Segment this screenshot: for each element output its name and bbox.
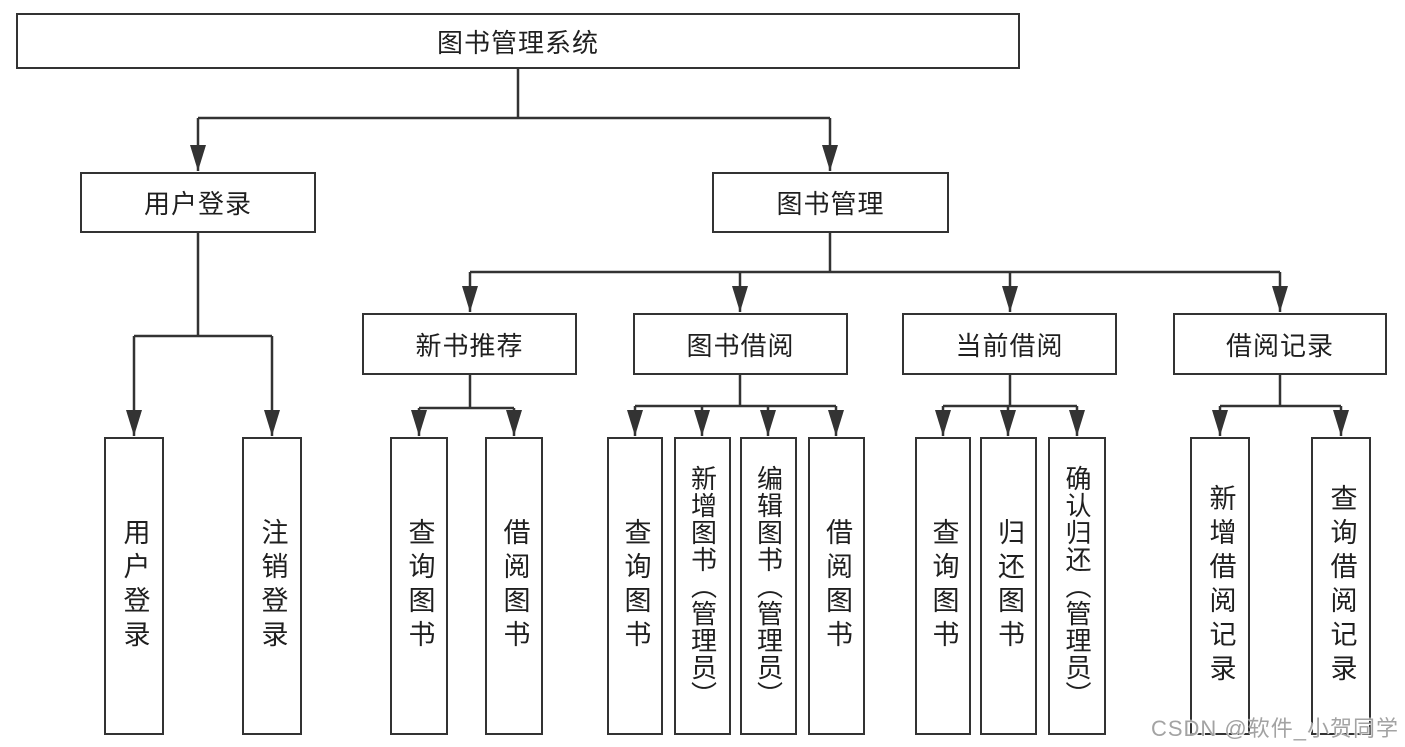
leaf-query-books-recommend: 查询图书 (390, 437, 448, 735)
node-book-borrowing: 图书借阅 (633, 313, 848, 375)
node-current-borrowing: 当前借阅 (902, 313, 1117, 375)
leaf-confirm-return-admin: 确认归还（管理员） (1048, 437, 1106, 735)
node-borrowing-records: 借阅记录 (1173, 313, 1387, 375)
leaf-query-borrow-record: 查询借阅记录 (1311, 437, 1371, 735)
leaf-borrow-books-recommend: 借阅图书 (485, 437, 543, 735)
leaf-query-books-current: 查询图书 (915, 437, 971, 735)
node-root: 图书管理系统 (16, 13, 1020, 69)
leaf-add-books-admin: 新增图书（管理员） (674, 437, 731, 735)
node-user-login: 用户登录 (80, 172, 316, 233)
connector-line (1220, 375, 1341, 408)
connector-line (635, 375, 836, 408)
leaf-borrow-books-borrowing: 借阅图书 (808, 437, 865, 735)
leaf-logout-login: 注销登录 (242, 437, 302, 735)
connector-line (470, 233, 1280, 274)
leaf-add-borrow-record: 新增借阅记录 (1190, 437, 1250, 735)
connector-line (198, 69, 830, 120)
connector-line (134, 233, 272, 338)
connector-line (943, 375, 1077, 408)
leaf-return-books: 归还图书 (980, 437, 1037, 735)
node-book-management: 图书管理 (712, 172, 949, 233)
leaf-query-books-borrowing: 查询图书 (607, 437, 663, 735)
leaf-edit-books-admin: 编辑图书（管理员） (740, 437, 797, 735)
csdn-watermark: CSDN @软件_小贺同学 (1150, 716, 1399, 741)
leaf-user-login: 用户登录 (104, 437, 164, 735)
node-new-book-recommend: 新书推荐 (362, 313, 577, 375)
connector-line (419, 375, 514, 410)
